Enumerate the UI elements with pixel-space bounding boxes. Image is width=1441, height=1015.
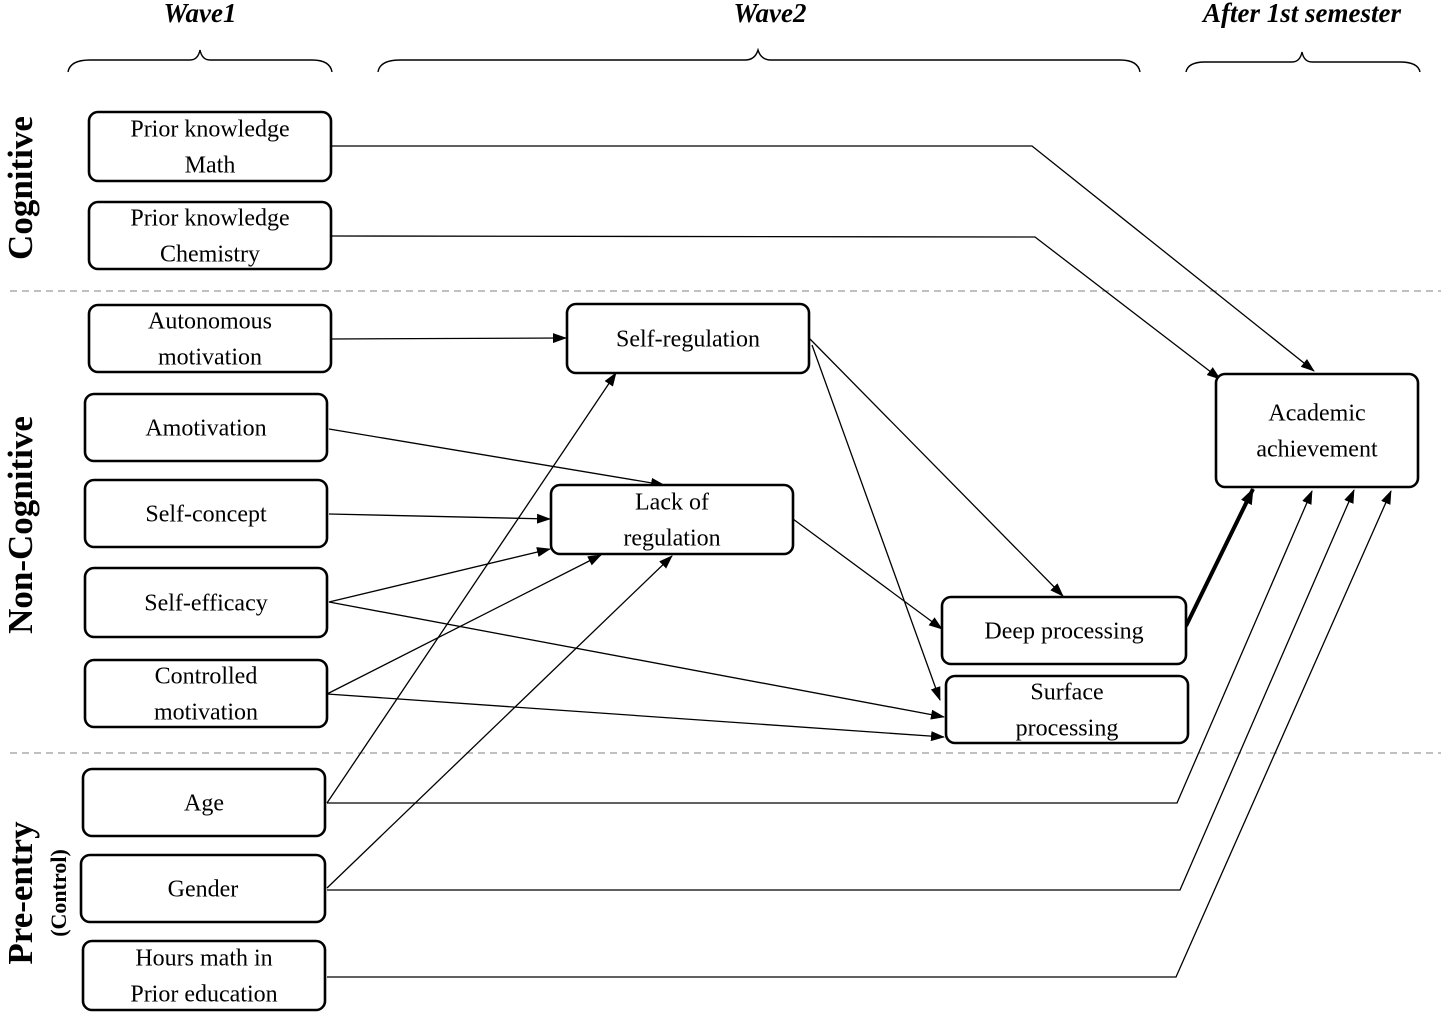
edge-lackreg-deep [792, 518, 943, 630]
edge-controlled-surface [326, 693, 945, 742]
node-box [940, 595, 1188, 666]
edge-autonomous-selfreg [330, 333, 567, 344]
node-label: motivation [158, 345, 262, 371]
node-label: Controlled [155, 664, 258, 690]
brace-wave1 [67, 49, 333, 73]
edge-gender-achievement [327, 489, 1355, 891]
edge-age-selfreg [326, 372, 617, 804]
edge-gender-lackreg [326, 555, 673, 889]
node-label: Deep processing [984, 619, 1143, 645]
node-box [565, 302, 811, 375]
node-box [81, 939, 327, 1012]
node-box [1214, 372, 1420, 489]
node-label: Age [184, 791, 224, 817]
header-wave1: Wave1 [164, 0, 237, 28]
node-box [83, 392, 329, 463]
node-label: achievement [1256, 437, 1378, 463]
header-after-semester: After 1st semester [1201, 0, 1401, 28]
edge-hours-achievement [327, 490, 1392, 978]
edge-selfreg-deep [808, 337, 1064, 597]
node-self-regulation: Self-regulation [565, 302, 811, 375]
edge-age-achievement [327, 490, 1313, 804]
node-label: Chemistry [160, 242, 260, 268]
node-label: Autonomous [148, 309, 272, 335]
edge-deep-achievement [1184, 488, 1255, 627]
node-label: Academic [1268, 401, 1365, 427]
node-label: Prior knowledge [130, 117, 289, 143]
edge-amotivation-lackreg [328, 428, 665, 488]
node-controlled: Controlled motivation [83, 658, 329, 729]
edge-selfefficacy-lackreg [328, 547, 551, 603]
edge-selfconcept-lackreg [328, 513, 551, 524]
node-box [549, 483, 795, 556]
node-label: Hours math in [135, 946, 272, 972]
node-label: motivation [154, 700, 258, 726]
node-box [87, 110, 333, 183]
brace-wave2 [377, 47, 1141, 73]
node-box [79, 853, 327, 924]
node-box [83, 566, 329, 639]
section-non-cognitive: Non-Cognitive [1, 416, 40, 634]
node-box [83, 478, 329, 549]
section-pre-entry-control: (Control) [46, 849, 71, 937]
edge-selfreg-surface [811, 344, 941, 701]
node-deep: Deep processing [940, 595, 1188, 666]
brace-after [1185, 51, 1421, 73]
node-box [944, 674, 1190, 745]
edge-prior-math-achievement [331, 145, 1315, 372]
node-hours-math: Hours math in Prior education [81, 939, 327, 1012]
section-cognitive: Cognitive [1, 116, 40, 260]
node-gender: Gender [79, 853, 327, 924]
node-lack-regulation: Lack of regulation [549, 483, 795, 556]
node-label: Prior knowledge [130, 206, 289, 232]
node-label: Prior education [130, 982, 277, 1008]
node-box [87, 200, 333, 271]
node-surface: Surface processing [944, 674, 1190, 745]
node-label: Self-regulation [616, 327, 760, 353]
node-label: Surface [1030, 680, 1103, 706]
node-autonomous: Autonomous motivation [87, 303, 333, 374]
node-box [87, 303, 333, 374]
node-label: Self-efficacy [144, 591, 267, 617]
section-pre-entry: Pre-entry [1, 821, 40, 965]
node-label: processing [1016, 716, 1119, 742]
header-wave2: Wave2 [734, 0, 807, 28]
node-label: regulation [623, 526, 720, 552]
edges [326, 145, 1392, 978]
node-box [83, 658, 329, 729]
node-achievement: Academic achievement [1214, 372, 1420, 489]
node-label: Math [185, 153, 236, 179]
node-self-concept: Self-concept [83, 478, 329, 549]
node-label: Gender [168, 877, 239, 903]
node-label: Self-concept [145, 502, 267, 528]
node-amotivation: Amotivation [83, 392, 329, 463]
node-label: Amotivation [145, 416, 266, 442]
node-age: Age [81, 767, 327, 838]
edge-prior-chem-achievement [330, 235, 1221, 380]
edge-controlled-lackreg [326, 554, 602, 695]
node-box [81, 767, 327, 838]
edge-selfefficacy-surface [328, 601, 945, 720]
node-self-efficacy: Self-efficacy [83, 566, 329, 639]
node-label: Lack of [635, 490, 709, 516]
